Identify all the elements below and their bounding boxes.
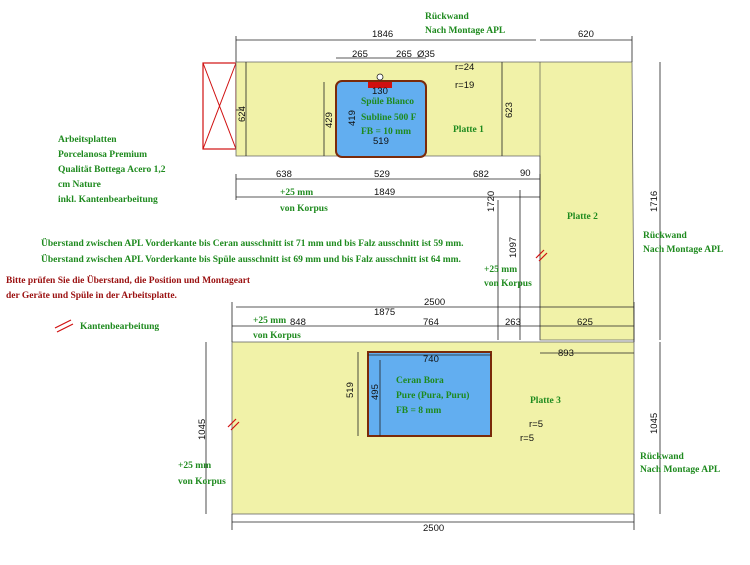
dim-1846: 1846: [372, 29, 393, 40]
korpus-mid-1: +25 mm: [484, 265, 517, 275]
dim-1097: 1097: [508, 237, 519, 258]
dim-429: 429: [324, 112, 335, 128]
legend-edge-label: Kantenbearbeitung: [80, 322, 159, 332]
dim-265b: 265: [396, 49, 412, 60]
dim-2500-bottom: 2500: [423, 523, 444, 534]
dim-893: 893: [558, 348, 574, 359]
ceran-line-2: Pure (Pura, Puru): [396, 390, 469, 401]
rueckwand-right-mid-title: Rückwand: [643, 231, 688, 241]
dim-1045-left: 1045: [197, 419, 208, 440]
sink-cutout: [335, 80, 427, 158]
dim-r19: r=19: [455, 80, 474, 91]
dim-625: 625: [577, 317, 593, 328]
ceran-line-1: Ceran Bora: [396, 376, 444, 386]
rueckwand-right-mid-sub: Nach Montage APL: [643, 245, 723, 255]
edge-marks: [54, 249, 548, 431]
korpus-l3-2: von Korpus: [253, 331, 301, 341]
korpus-mid-2: von Korpus: [484, 279, 532, 289]
korpus-left-1: +25 mm: [178, 461, 211, 471]
rueckwand-top-title: Rückwand: [425, 12, 470, 22]
dim-2500-top: 2500: [424, 297, 445, 308]
dim-263: 263: [505, 317, 521, 328]
plate-3-label: Platte 3: [530, 396, 561, 406]
korpus-top-1: +25 mm: [280, 188, 313, 198]
ceran-line-3: FB = 8 mm: [396, 406, 441, 416]
dim-495: 495: [370, 384, 381, 400]
tap-hole: [376, 73, 384, 81]
dim-623: 623: [504, 102, 515, 118]
dim-638: 638: [276, 169, 292, 180]
dim-90: 90: [520, 168, 531, 179]
dim-1045-right: 1045: [649, 413, 660, 434]
dim-419: 419: [347, 110, 358, 126]
material-line-1: Arbeitsplatten: [58, 135, 117, 145]
dim-r5b: r=5: [520, 433, 534, 444]
rueckwand-right-bot-title: Rückwand: [640, 452, 685, 462]
dim-1720: 1720: [486, 191, 497, 212]
dim-1875: 1875: [374, 307, 395, 318]
plate-1-label: Platte 1: [453, 125, 484, 135]
dim-r5a: r=5: [529, 419, 543, 430]
rueckwand-right-bot-sub: Nach Montage APL: [640, 465, 720, 475]
dim-r24: r=24: [455, 62, 474, 73]
sink-red-notch: [368, 82, 392, 88]
ueberstand-note-2: Überstand zwischen APL Vorderkante bis S…: [41, 252, 461, 265]
dim-682: 682: [473, 169, 489, 180]
sink-line-3: FB = 10 mm: [361, 127, 411, 137]
material-line-4: cm Nature: [58, 180, 101, 190]
wall-block: [202, 62, 237, 150]
dim-1849: 1849: [374, 187, 395, 198]
korpus-left-2: von Korpus: [178, 477, 226, 487]
dim-519-ceran: 519: [345, 382, 356, 398]
dimension-lines: [205, 36, 661, 530]
korpus-l3-1: +25 mm: [253, 316, 286, 326]
rueckwand-top-sub: Nach Montage APL: [425, 26, 505, 36]
dim-620: 620: [578, 29, 594, 40]
ueberstand-note-1: Überstand zwischen APL Vorderkante bis C…: [41, 236, 464, 249]
dim-130: 130: [372, 86, 388, 97]
material-line-5: inkl. Kantenbearbeitung: [58, 195, 158, 205]
dim-265a: 265: [352, 49, 368, 60]
dim-1716: 1716: [649, 191, 660, 212]
dim-529: 529: [374, 169, 390, 180]
ceran-cutout: [367, 351, 492, 437]
plate-2-label: Platte 2: [567, 212, 598, 222]
korpus-top-2: von Korpus: [280, 204, 328, 214]
dim-d35: Ø35: [417, 49, 435, 60]
material-line-3: Qualität Bottega Acero 1,2: [58, 165, 166, 175]
material-line-2: Porcelanosa Premium: [58, 150, 147, 160]
dim-764: 764: [423, 317, 439, 328]
dim-519-sink: 519: [373, 136, 389, 147]
sink-line-2: Subline 500 F: [361, 113, 417, 123]
dim-848: 848: [290, 317, 306, 328]
warning-line-2: der Geräte und Spüle in der Arbeitsplatt…: [6, 291, 177, 301]
warning-line-1: Bitte prüfen Sie die Überstand, die Posi…: [6, 273, 251, 286]
dim-624: 624: [237, 106, 248, 122]
dimension-values: 1846 620 265 265 Ø35 r=24 r=19 130 624 4…: [197, 29, 660, 534]
dim-740: 740: [423, 354, 439, 365]
sink-line-1: Spüle Blanco: [361, 97, 414, 107]
